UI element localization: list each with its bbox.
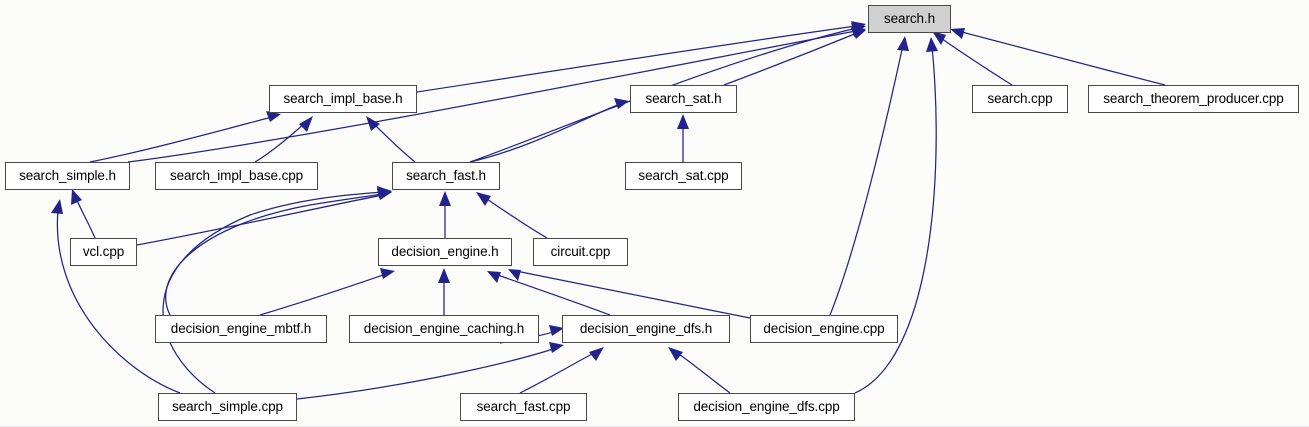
graph-edge-search-fast-cpp-to-decision-engine-dfs-h — [519, 347, 604, 394]
arrowhead — [266, 111, 281, 122]
graph-edge-search-sat-h-to-search-h — [723, 28, 866, 86]
graph-edge-search-sat-cpp-to-search-sat-h — [677, 114, 689, 162]
arrowhead — [439, 191, 451, 206]
graph-edge-decision-engine-cpp-to-search-h — [829, 36, 909, 316]
graph-node-decision-engine-dfs-h[interactable]: decision_engine_dfs.h — [562, 315, 730, 343]
graph-edge-vcl-cpp-to-search-simple-h — [71, 189, 96, 239]
graph-edge-decision-engine-dfs-cpp-to-search-h — [854, 37, 938, 394]
graph-edge-decision-engine-cpp-to-decision-engine-h — [508, 269, 751, 319]
graph-node-circuit-cpp[interactable]: circuit.cpp — [533, 238, 628, 266]
arrowhead — [366, 116, 380, 131]
graph-edge-search-simple-h-to-search-impl-base-h — [89, 111, 281, 163]
arrowhead — [71, 189, 82, 205]
arrowhead — [476, 192, 491, 206]
arrowhead — [377, 186, 392, 198]
graph-node-decision-engine-cpp[interactable]: decision_engine.cpp — [750, 315, 898, 343]
arrowhead — [677, 114, 689, 129]
graph-edge-search-simple-cpp-to-decision-engine-dfs-h — [296, 342, 564, 400]
graph-node-decision-engine-h[interactable]: decision_engine.h — [378, 238, 512, 266]
graph-edge-decision-engine-dfs-cpp-to-decision-engine-dfs-h — [668, 347, 731, 394]
graph-node-search-impl-base-cpp[interactable]: search_impl_base.cpp — [155, 162, 318, 190]
graph-node-search-cpp[interactable]: search.cpp — [972, 85, 1068, 113]
graph-node-search-impl-base-h[interactable]: search_impl_base.h — [269, 85, 417, 113]
arrowhead — [549, 325, 564, 336]
graph-edge-search-simple-cpp-to-search-fast-h — [162, 186, 392, 394]
arrowhead — [299, 116, 313, 132]
graph-edge-decision-engine-h-to-search-fast-h — [439, 191, 451, 238]
graph-edge-search-fast-h-to-search-impl-base-h — [366, 116, 416, 163]
graph-node-decision-engine-dfs-cpp[interactable]: decision_engine_dfs.cpp — [678, 393, 855, 421]
arrowhead — [508, 269, 521, 281]
graph-edge-vcl-cpp-to-search-fast-h — [136, 189, 392, 246]
arrowhead — [897, 36, 909, 51]
arrowhead — [614, 98, 629, 109]
graph-edge-circuit-cpp-to-search-fast-h — [476, 192, 548, 239]
graph-edge-search-simple-cpp-to-search-simple-h — [51, 199, 181, 394]
graph-edge-search-cpp-to-search-h — [932, 31, 1013, 86]
graph-edge-search-simple-h-to-search-h — [127, 26, 866, 163]
graph-node-search-simple-cpp[interactable]: search_simple.cpp — [158, 393, 297, 421]
graph-edge-decision-engine-caching-h-to-decision-engine-h — [438, 268, 450, 315]
graph-node-decision-engine-mbtf-h[interactable]: decision_engine_mbtf.h — [155, 315, 327, 343]
graph-node-search-fast-cpp[interactable]: search_fast.cpp — [460, 393, 587, 421]
arrowhead — [926, 37, 938, 52]
graph-node-search-fast-h[interactable]: search_fast.h — [392, 162, 500, 190]
graph-edge-search-fast-h-to-search-sat-h — [469, 98, 629, 163]
arrowhead — [589, 347, 604, 361]
arrowhead — [950, 28, 965, 39]
arrowhead — [438, 268, 450, 283]
graph-node-search-theorem-producer-cpp[interactable]: search_theorem_producer.cpp — [1088, 85, 1299, 113]
graph-node-search-h[interactable]: search.h — [868, 5, 951, 33]
graph-node-search-sat-h[interactable]: search_sat.h — [630, 85, 737, 113]
graph-node-decision-engine-caching-h[interactable]: decision_engine_caching.h — [349, 315, 539, 343]
arrowhead — [380, 268, 395, 279]
arrowhead — [932, 31, 946, 45]
graph-edge-search-impl-base-cpp-to-search-impl-base-h — [254, 116, 313, 163]
graph-edge-decision-engine-dfs-h-to-decision-engine-h — [487, 271, 611, 316]
graph-node-search-sat-cpp[interactable]: search_sat.cpp — [625, 162, 742, 190]
graph-node-search-simple-h[interactable]: search_simple.h — [5, 162, 130, 190]
arrowhead — [487, 271, 501, 283]
arrowhead — [51, 199, 63, 214]
arrowhead — [851, 23, 866, 34]
graph-edge-search-theorem-producer-cpp-to-search-h — [950, 28, 1166, 86]
arrowhead — [668, 347, 683, 361]
graph-node-vcl-cpp[interactable]: vcl.cpp — [70, 238, 137, 266]
graph-edge-decision-engine-mbtf-h-to-decision-engine-h — [259, 268, 395, 316]
arrowhead — [549, 342, 564, 353]
